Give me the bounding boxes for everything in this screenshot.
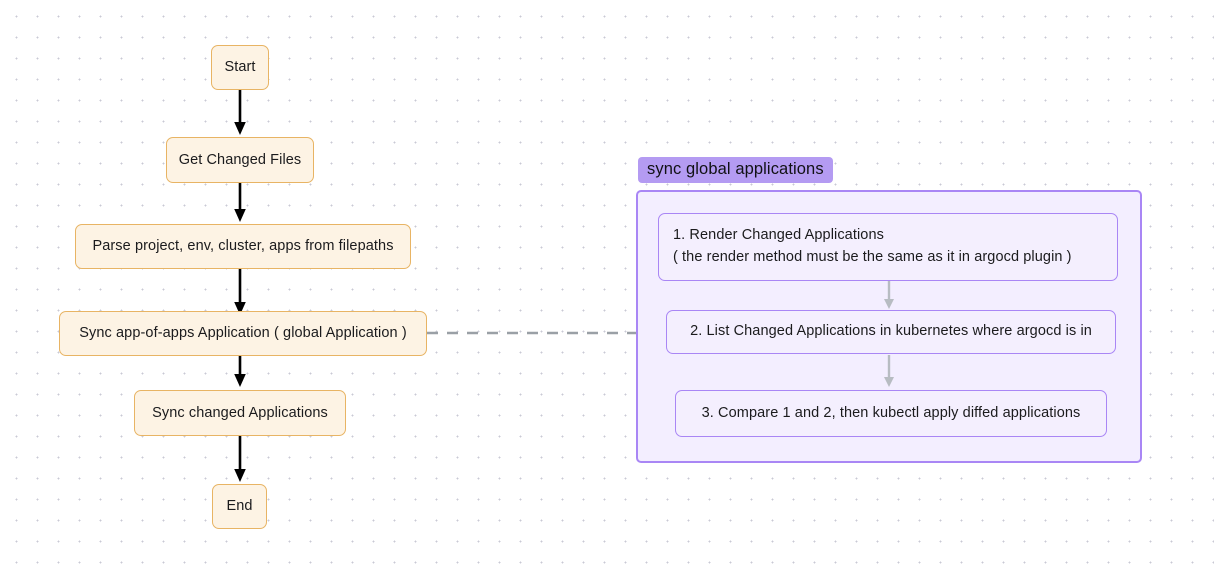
node-get-changed-files[interactable]: Get Changed Files [166, 137, 314, 183]
edge-sync-global-to-subgraph-dashed [427, 331, 637, 335]
node-start-label: Start [224, 59, 256, 76]
node-parse-filepaths-label: Parse project, env, cluster, apps from f… [92, 238, 394, 255]
subgraph-title-label: sync global applications [647, 160, 824, 178]
edge-sync-global-to-sync-changed [234, 350, 246, 387]
node-sync-app-of-apps[interactable]: Sync app-of-apps Application ( global Ap… [59, 311, 427, 356]
node-start[interactable]: Start [211, 45, 269, 90]
node-end[interactable]: End [212, 484, 267, 529]
edge-get-files-to-parse [234, 183, 246, 222]
subnode-render-changed-applications[interactable]: 1. Render Changed Applications ( the ren… [658, 213, 1118, 281]
subnode-list-changed-applications[interactable]: 2. List Changed Applications in kubernet… [666, 310, 1116, 354]
node-parse-filepaths[interactable]: Parse project, env, cluster, apps from f… [75, 224, 411, 269]
node-sync-changed-applications-label: Sync changed Applications [152, 404, 328, 421]
node-end-label: End [226, 498, 253, 515]
subgraph-title-badge: sync global applications [638, 157, 833, 183]
node-sync-changed-applications[interactable]: Sync changed Applications [134, 390, 346, 436]
subnode-list-label: 2. List Changed Applications in kubernet… [690, 323, 1092, 340]
edge-start-to-get-files [234, 88, 246, 135]
subnode-render-line1: 1. Render Changed Applications [673, 227, 884, 244]
edge-sync-changed-to-end [234, 436, 246, 482]
node-sync-app-of-apps-label: Sync app-of-apps Application ( global Ap… [79, 325, 407, 342]
subnode-compare-and-apply[interactable]: 3. Compare 1 and 2, then kubectl apply d… [675, 390, 1107, 437]
node-get-changed-files-label: Get Changed Files [178, 151, 302, 168]
subnode-compare-label: 3. Compare 1 and 2, then kubectl apply d… [701, 404, 1081, 421]
subnode-render-line2: ( the render method must be the same as … [673, 249, 1072, 265]
